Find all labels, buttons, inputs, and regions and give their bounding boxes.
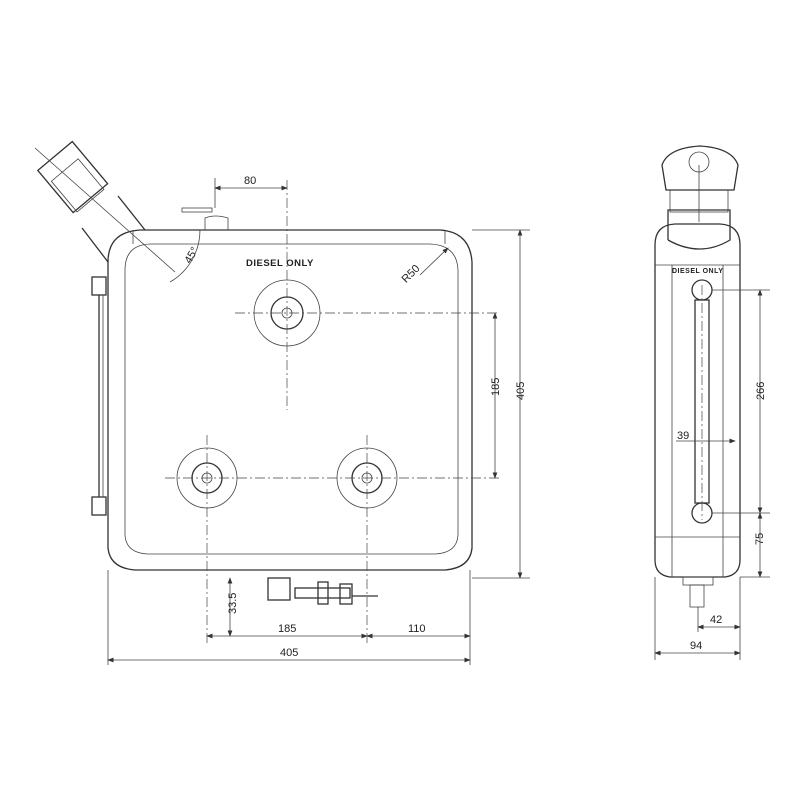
side-drain bbox=[682, 576, 714, 586]
dim-405-vertical: 405 bbox=[515, 382, 527, 400]
diesel-only-label: DIESEL ONLY bbox=[246, 258, 314, 269]
dim-110: 110 bbox=[408, 623, 426, 635]
level-gauge bbox=[691, 279, 713, 524]
side-bracket bbox=[91, 276, 107, 516]
filler-neck bbox=[34, 140, 176, 273]
vent-fitting bbox=[181, 207, 213, 213]
dim-94: 94 bbox=[690, 640, 702, 652]
dim-33-5: 33.5 bbox=[227, 593, 239, 614]
side-filler-cap bbox=[661, 145, 739, 250]
dim-405-horizontal: 405 bbox=[280, 647, 298, 659]
dim-75: 75 bbox=[754, 533, 766, 545]
dim-42: 42 bbox=[710, 614, 722, 626]
tank-outline bbox=[107, 229, 473, 571]
radius-label: R50 bbox=[400, 263, 423, 286]
dim-266: 266 bbox=[755, 382, 767, 400]
side-tank-outline bbox=[654, 223, 741, 578]
drain-valve bbox=[267, 577, 378, 605]
angle-label: 45° bbox=[182, 245, 201, 265]
side-diesel-only-label: DIESEL ONLY bbox=[672, 268, 723, 275]
dim-39: 39 bbox=[677, 430, 689, 442]
dim-185-horizontal: 185 bbox=[278, 623, 296, 635]
dim-80: 80 bbox=[244, 175, 256, 187]
side-view: DIESEL ONLY 266 75 39 42 94 bbox=[654, 145, 770, 660]
front-view: DIESEL ONLY 45° R50 80 405 185 33.5 185 … bbox=[34, 140, 530, 665]
dim-185-vertical: 185 bbox=[490, 378, 502, 396]
tank-inner-outline bbox=[124, 243, 459, 555]
